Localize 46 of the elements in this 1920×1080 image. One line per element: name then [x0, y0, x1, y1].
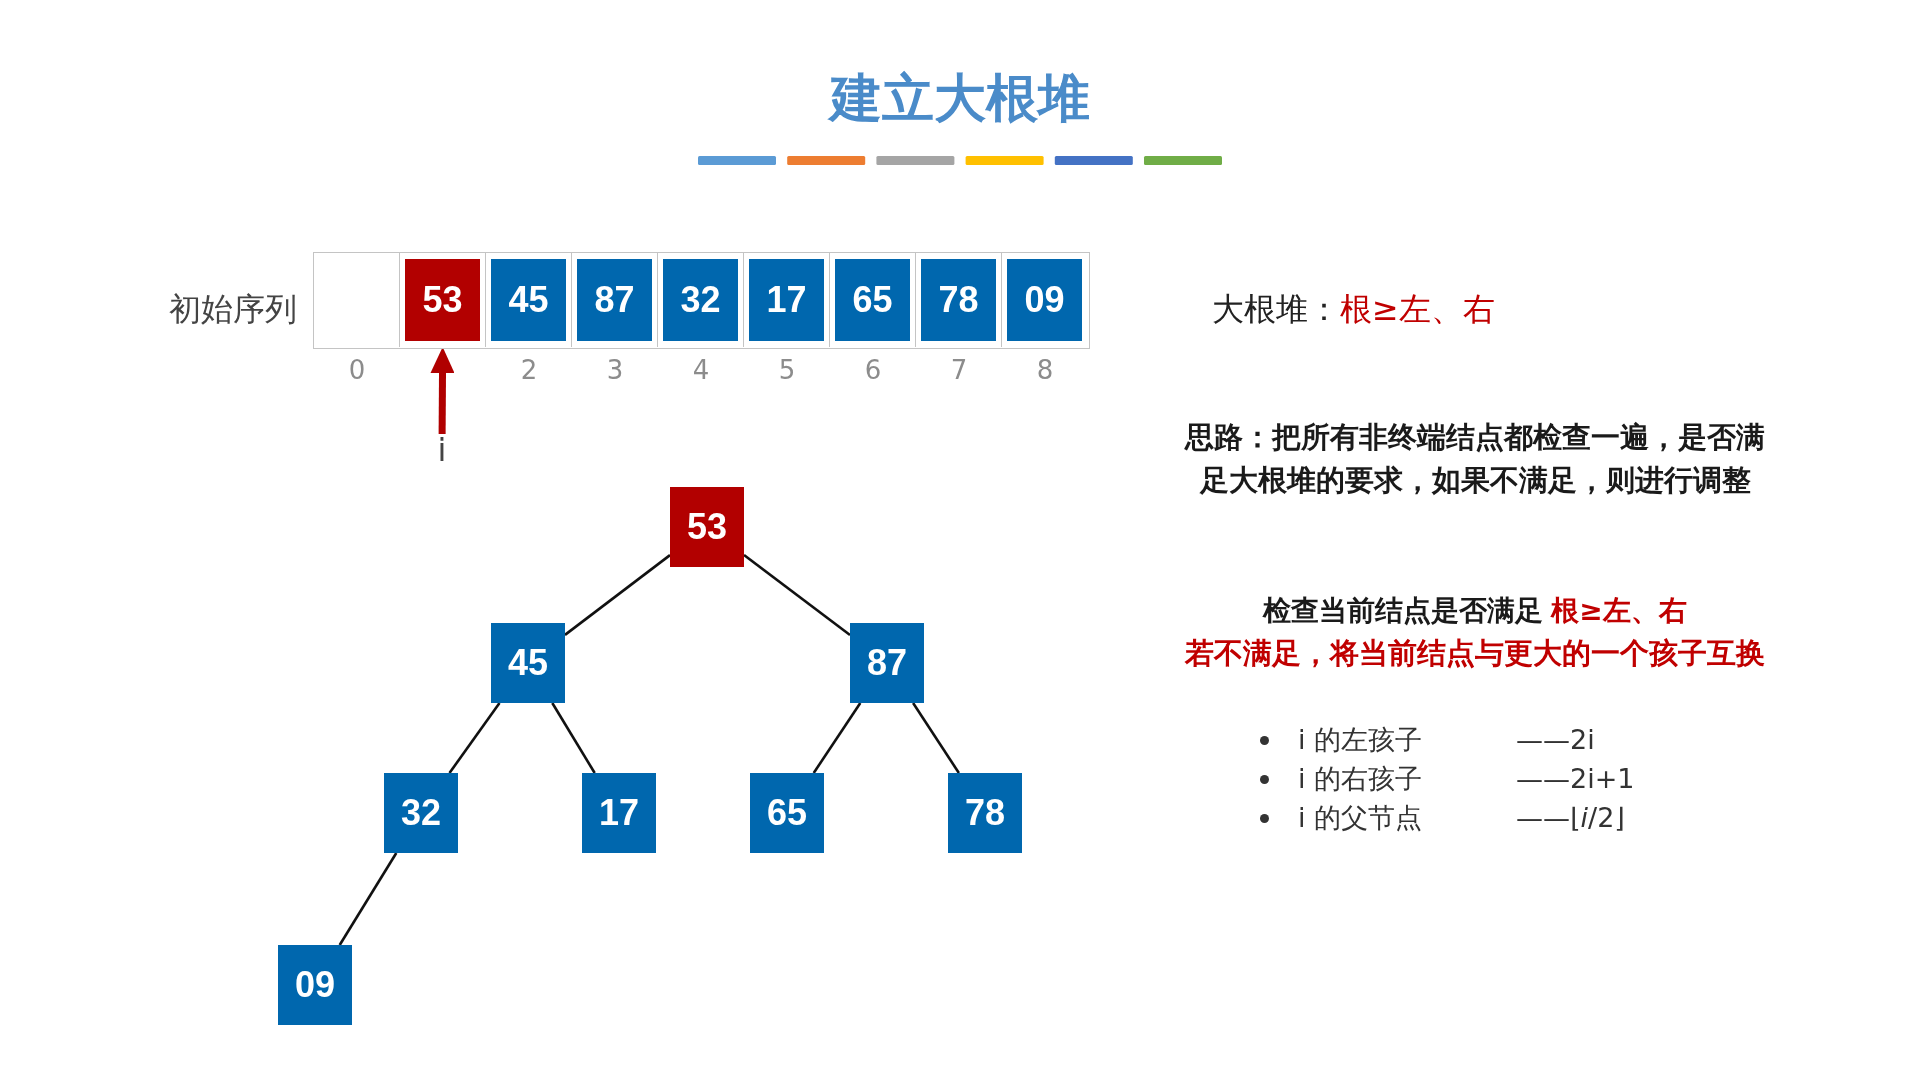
- index-number: 8: [1036, 355, 1054, 385]
- connector-line: [743, 553, 851, 637]
- index-number: 3: [606, 355, 624, 385]
- list-item: i 的父节点: [1298, 801, 1423, 835]
- value-tile: 17: [749, 259, 824, 341]
- row-label: 初始序列: [169, 289, 297, 329]
- list-item: i 的左孩子: [1298, 723, 1423, 757]
- index-number: 0: [348, 355, 366, 385]
- formula: ——⌊i/2⌋: [1516, 801, 1625, 835]
- index-number: 4: [692, 355, 710, 385]
- value-tile: 32: [663, 259, 738, 341]
- index-number: 6: [864, 355, 882, 385]
- tree-node: 09: [278, 945, 352, 1025]
- connector-line: [912, 702, 960, 774]
- value-tile: 53: [405, 259, 480, 341]
- idea-paragraph: 思路：把所有非终端结点都检查一遍，是否满足大根堆的要求，如果不满足，则进行调整: [1183, 419, 1766, 499]
- arrow: [430, 347, 455, 435]
- formula: ——2i: [1516, 723, 1595, 757]
- heap-rule: 根≥左、右: [1340, 289, 1495, 329]
- value-tile: 78: [921, 259, 996, 341]
- definition-label: 大根堆：: [1212, 289, 1340, 329]
- connector-line: [448, 702, 501, 774]
- pointer-label: i: [437, 434, 447, 466]
- value-tile: 45: [491, 259, 566, 341]
- connector-line: [564, 554, 671, 636]
- connector-line: [338, 852, 398, 946]
- tree-node: 17: [582, 773, 656, 853]
- index-number: 7: [950, 355, 968, 385]
- list-item: i 的右孩子: [1298, 762, 1423, 796]
- check-text: 检查当前结点是否满足: [1263, 593, 1544, 629]
- index-number: 2: [520, 355, 538, 385]
- tree-node: 45: [491, 623, 565, 703]
- tree-node: 78: [948, 773, 1022, 853]
- value-tile: 65: [835, 259, 910, 341]
- value-tile: 09: [1007, 259, 1082, 341]
- heap-rule: 根≥左、右: [1551, 593, 1687, 629]
- value-tile: 87: [577, 259, 652, 341]
- tree-node: 87: [850, 623, 924, 703]
- connector-line: [812, 702, 862, 774]
- tree-node: 65: [750, 773, 824, 853]
- formula: ——2i+1: [1516, 762, 1635, 796]
- swap-rule: 若不满足，将当前结点与更大的一个孩子互换: [1185, 635, 1765, 672]
- connector-line: [551, 702, 596, 774]
- tree-node: 53: [670, 487, 744, 567]
- index-number: 5: [778, 355, 796, 385]
- tree-node: 32: [384, 773, 458, 853]
